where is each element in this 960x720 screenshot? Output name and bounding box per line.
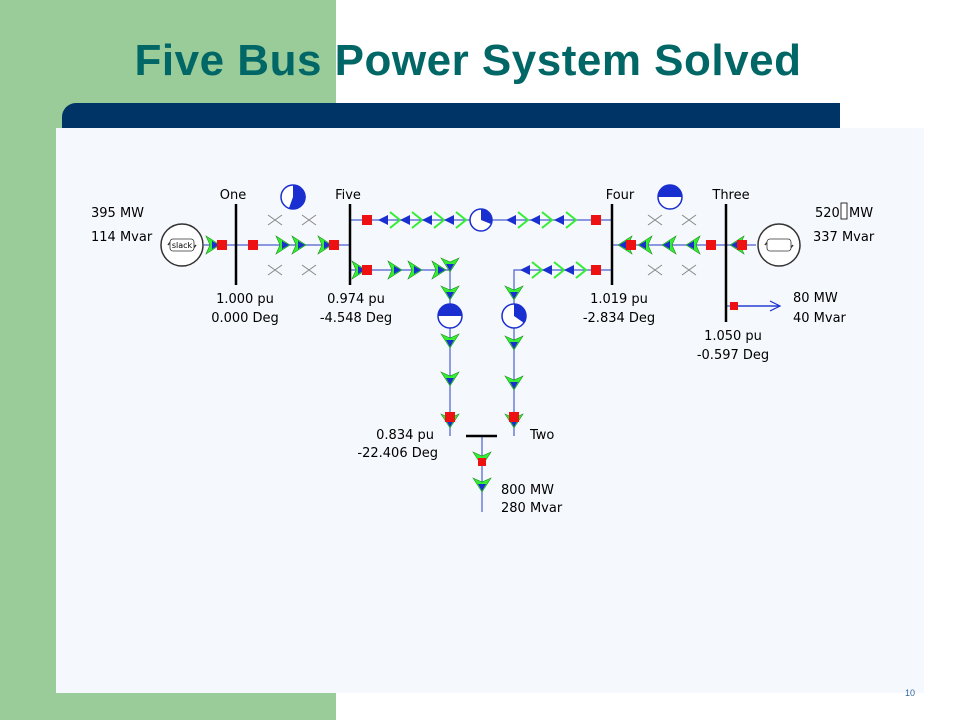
- title-underline-bar: [62, 103, 840, 129]
- generator-three: [757, 223, 801, 267]
- transmission-lines: [204, 219, 780, 512]
- gen-three-mw-unit: MW: [849, 206, 873, 221]
- mw-spinner[interactable]: [840, 202, 848, 220]
- bus-four-angle: -2.834 Deg: [583, 311, 655, 326]
- slide-title: Five Bus Power System Solved: [134, 36, 802, 85]
- bus-five-voltage: 0.974 pu: [327, 292, 385, 307]
- flow-arrows-five-two: [351, 257, 460, 429]
- page-number: 10: [905, 688, 916, 698]
- load-two-mw: 800 MW: [501, 483, 554, 498]
- pie-chart-five-two: [437, 303, 463, 329]
- bus-four-name: Four: [606, 188, 635, 203]
- circuit-breakers: [217, 215, 747, 466]
- bus-three-voltage: 1.050 pu: [704, 329, 762, 344]
- flow-arrows-four-two: [504, 261, 587, 429]
- load-three-mvar: 40 Mvar: [793, 311, 847, 326]
- gen-one-mw: 395 MW: [91, 206, 144, 221]
- transformer-symbols: [267, 214, 697, 276]
- load-three-mw: 80 MW: [793, 291, 838, 306]
- bus-three-angle: -0.597 Deg: [697, 348, 769, 363]
- bus-four-voltage: 1.019 pu: [590, 292, 648, 307]
- bus-one-voltage: 1.000 pu: [216, 292, 274, 307]
- bus-three-name: Three: [711, 188, 749, 203]
- pie-chart-three-four: [657, 184, 683, 210]
- bus-five-name: Five: [335, 188, 361, 203]
- pie-chart-four-five: [469, 208, 493, 232]
- slack-label: slack: [172, 241, 193, 250]
- gen-one-mvar: 114 Mvar: [91, 230, 153, 245]
- gen-three-mw-value: 520: [815, 206, 840, 221]
- load-arrow-three: [738, 300, 782, 312]
- pie-chart-one-five: [280, 184, 306, 210]
- bus-five-angle: -4.548 Deg: [320, 311, 392, 326]
- bus-two-voltage: 0.834 pu: [376, 428, 434, 443]
- bus-one-angle: 0.000 Deg: [211, 311, 279, 326]
- bus-two-angle: -22.406 Deg: [357, 446, 438, 461]
- pie-chart-four-two: [501, 303, 527, 329]
- bus-one-name: One: [220, 188, 246, 203]
- generator-one: slack: [160, 223, 204, 267]
- gen-three-mvar: 337 Mvar: [813, 230, 875, 245]
- bus-two-name: Two: [529, 428, 554, 443]
- load-two-mvar: 280 Mvar: [501, 501, 563, 516]
- bus-bars: [234, 204, 728, 438]
